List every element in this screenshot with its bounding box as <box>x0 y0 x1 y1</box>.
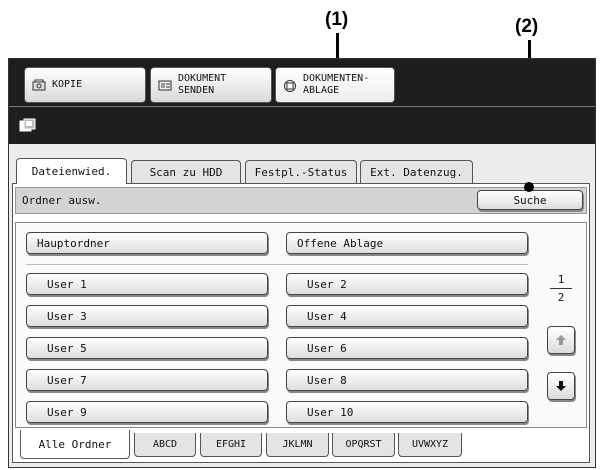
scroll-up-button[interactable] <box>547 326 575 354</box>
index-tab-alle-ordner[interactable]: Alle Ordner <box>20 430 130 459</box>
folder-hauptordner[interactable]: Hauptordner <box>26 232 268 254</box>
page-current: 1 <box>557 273 565 286</box>
folder-offene-ablage[interactable]: Offene Ablage <box>286 232 528 254</box>
page-divider <box>550 288 572 289</box>
mode-button-dokument-senden[interactable]: DOKUMENT SENDEN <box>150 67 272 103</box>
tab-scan-zu-hdd[interactable]: Scan zu HDD <box>131 160 241 184</box>
document-filing-icon <box>284 79 296 92</box>
document-filing-icon <box>19 118 36 132</box>
index-tab-opqrst[interactable]: OPQRST <box>332 433 395 457</box>
tab-festpl-status[interactable]: Festpl.-Status <box>245 160 357 184</box>
folder-user-3[interactable]: User 3 <box>26 305 268 327</box>
folder-user-2[interactable]: User 2 <box>286 273 528 295</box>
tab-dateienwied[interactable]: Dateienwied. <box>16 158 127 184</box>
folder-separator <box>26 264 528 265</box>
mode-button-label: DOKUMENTEN- ABLAGE <box>303 73 370 96</box>
search-button[interactable]: Suche <box>477 190 583 210</box>
callout-1-line <box>336 33 339 71</box>
folder-user-10[interactable]: User 10 <box>286 401 528 423</box>
folder-user-4[interactable]: User 4 <box>286 305 528 327</box>
index-tab-jklmn[interactable]: JKLMN <box>266 433 329 457</box>
folder-user-7[interactable]: User 7 <box>26 369 268 391</box>
send-document-icon <box>158 80 172 90</box>
mode-button-kopie[interactable]: KOPIE <box>24 67 146 103</box>
folder-user-5[interactable]: User 5 <box>26 337 268 359</box>
page-total: 2 <box>557 291 565 304</box>
mode-button-label: KOPIE <box>52 79 83 90</box>
folder-user-8[interactable]: User 8 <box>286 369 528 391</box>
arrow-down-icon <box>556 381 566 391</box>
index-tab-abcd[interactable]: ABCD <box>134 433 196 457</box>
index-tab-efghi[interactable]: EFGHI <box>200 433 262 457</box>
mode-button-dokumenten-ablage[interactable]: DOKUMENTEN- ABLAGE <box>275 67 395 103</box>
folder-user-1[interactable]: User 1 <box>26 273 268 295</box>
folder-user-6[interactable]: User 6 <box>286 337 528 359</box>
scroll-down-button[interactable] <box>547 372 575 400</box>
callout-1: (1) <box>325 9 349 30</box>
arrow-up-icon <box>556 335 566 345</box>
callout-2-dot <box>524 182 534 192</box>
mode-indicator-bar <box>9 106 595 144</box>
mode-button-label: DOKUMENT SENDEN <box>178 73 227 96</box>
index-tab-uvwxyz[interactable]: UVWXYZ <box>398 433 462 457</box>
copy-icon <box>32 79 46 90</box>
callout-2: (2) <box>515 16 539 37</box>
folder-user-9[interactable]: User 9 <box>26 401 268 423</box>
tab-ext-datenzug[interactable]: Ext. Datenzug. <box>360 160 473 184</box>
breadcrumb-label: Ordner ausw. <box>22 194 102 207</box>
